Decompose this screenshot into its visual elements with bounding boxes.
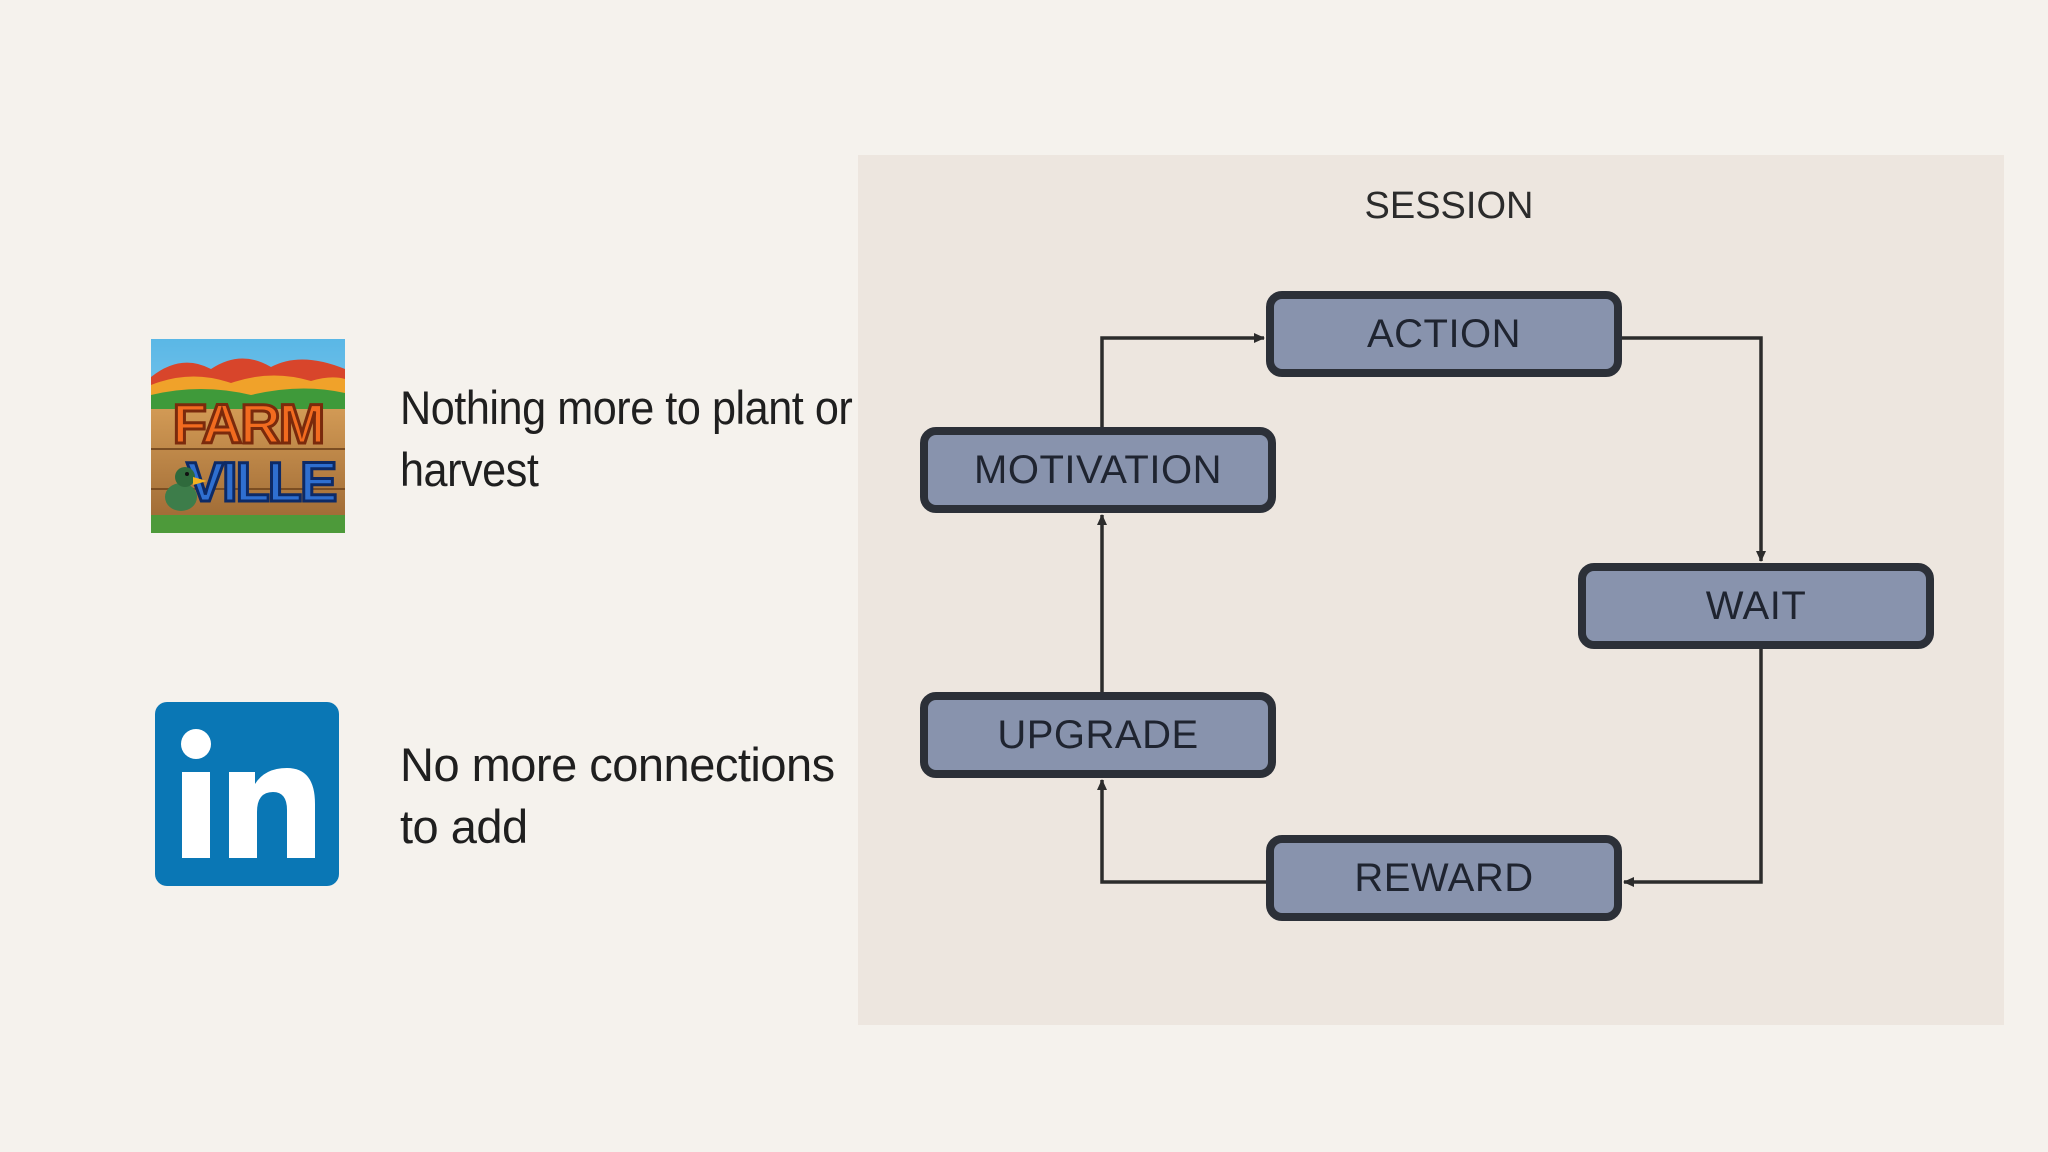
farmville-logo: FARM VILLE [151, 339, 345, 533]
edge-reward-to-upgrade [1097, 779, 1266, 884]
node-action: ACTION [1266, 291, 1622, 377]
linkedin-caption: No more connections to add [400, 734, 835, 858]
farmville-wordmark: FARM VILLE [171, 391, 339, 515]
linkedin-caption-line-2: to add [400, 800, 528, 853]
linkedin-caption-line-1: No more connections [400, 738, 835, 791]
edge-wait-to-reward [1623, 649, 1763, 887]
edge-action-to-wait [1622, 336, 1766, 562]
farmville-caption-line-2: harvest [400, 443, 539, 496]
farmville-word-farm: FARM [173, 392, 324, 455]
diagram-title: SESSION [1364, 185, 1534, 227]
farmville-word-ville: VILLE [187, 450, 336, 513]
linkedin-logo-graphic [155, 702, 339, 886]
farmville-caption-line-1: Nothing more to plant or [400, 381, 853, 434]
duck-icon [165, 467, 207, 511]
linkedin-logo [155, 702, 339, 886]
farmville-logo-graphic: FARM VILLE [151, 339, 345, 533]
node-upgrade: UPGRADE [920, 692, 1276, 778]
farmville-caption: Nothing more to plant or harvest [400, 377, 853, 501]
node-motivation: MOTIVATION [920, 427, 1276, 513]
node-wait: WAIT [1578, 563, 1934, 649]
node-reward: REWARD [1266, 835, 1622, 921]
edge-motivation-to-action [1100, 333, 1265, 427]
